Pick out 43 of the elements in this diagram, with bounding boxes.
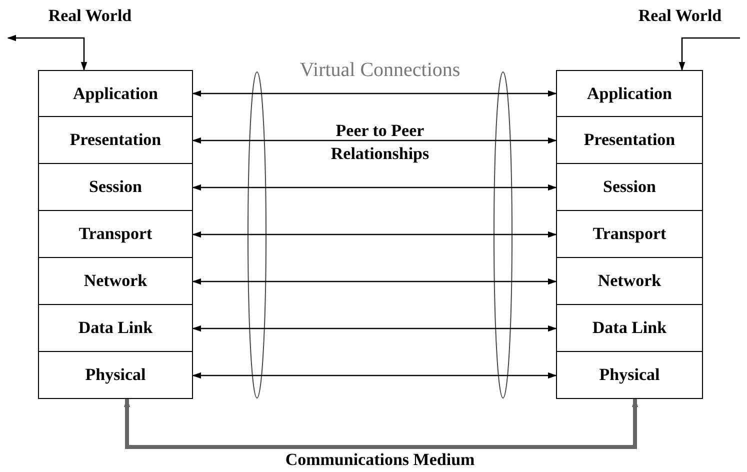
label-text: Communications Medium	[284, 450, 476, 470]
layer-box	[556, 350, 703, 399]
label-text: Real World	[47, 6, 133, 26]
layer-name: Transport	[592, 224, 666, 244]
layer-box	[38, 350, 193, 399]
arrow	[192, 325, 557, 332]
layer-box	[556, 116, 703, 164]
layer-box	[38, 210, 193, 258]
layer-name: Network	[598, 270, 662, 291]
label-text: Real World	[637, 6, 723, 26]
arrow	[7, 34, 88, 71]
layer-box	[556, 70, 703, 117]
caption-text: Virtual Connections	[298, 58, 462, 82]
layer-name: Presentation	[584, 130, 676, 150]
layer-name: Transport	[78, 224, 152, 244]
layer-box	[556, 210, 703, 258]
layer-name: Session	[603, 176, 656, 197]
layer-box	[556, 256, 703, 305]
layer-name: Application	[586, 84, 672, 104]
arrow	[192, 278, 557, 285]
layer-box	[556, 304, 703, 352]
label-text: Peer to Peer Relationships	[330, 120, 430, 165]
arrow	[192, 372, 557, 379]
layer-box	[38, 70, 193, 117]
layer-box	[556, 162, 703, 211]
layer-name: Data Link	[592, 318, 667, 338]
arrow	[192, 90, 557, 97]
layer-box	[38, 162, 193, 211]
arrow	[678, 37, 740, 71]
arrow	[192, 231, 557, 238]
arrow	[192, 137, 557, 144]
layer-name: Physical	[85, 364, 146, 385]
layer-box	[38, 116, 193, 164]
layer-name: Session	[89, 176, 142, 197]
layer-name: Network	[84, 270, 148, 291]
layer-box	[38, 304, 193, 352]
layer-name: Presentation	[70, 130, 162, 150]
layer-name: Application	[72, 84, 158, 104]
arrow	[192, 184, 557, 191]
medium-arrow	[124, 398, 638, 449]
layer-name: Physical	[599, 364, 660, 385]
layer-box	[38, 256, 193, 305]
layer-name: Data Link	[78, 318, 153, 338]
